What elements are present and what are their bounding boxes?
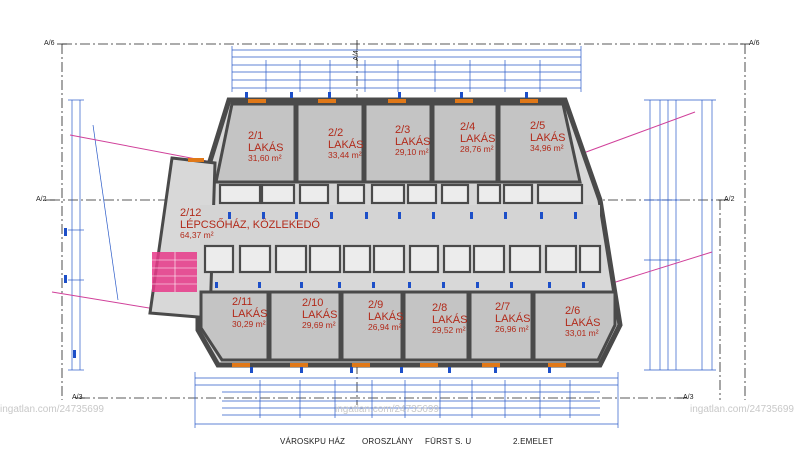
watermark-left: ingatlan.com/24735699 (0, 404, 104, 415)
inner-dimension-marks (64, 92, 585, 373)
axis-label-a6-right: A/6 (749, 40, 760, 47)
title-floor: 2.EMELET (513, 437, 554, 446)
corridor (200, 205, 600, 245)
bottom-unit-rooms (199, 290, 617, 362)
axis-label-a3-right: A/3 (683, 394, 694, 401)
left-dimension-lines (68, 99, 119, 371)
bathroom-blocks (203, 183, 602, 274)
windows (188, 99, 566, 367)
title-city: OROSZLÁNY (362, 437, 414, 446)
top-unit-rooms (214, 102, 582, 184)
axis-label-a3-left: A/3 (72, 394, 83, 401)
top-dimension-lines (231, 46, 582, 92)
watermark-center: ingatlan.com/24735699 (335, 404, 439, 415)
axis-label-a2-left: A/2 (36, 196, 47, 203)
axis-label-a2-right: A/2 (724, 196, 735, 203)
title-project: VÁROSKPU HÁZ (280, 437, 346, 446)
bottom-dimension-lines (194, 372, 619, 428)
axis-label-a4: A/4 (352, 50, 360, 61)
right-dimension-lines (644, 99, 716, 371)
watermark-right: ingatlan.com/24735699 (690, 404, 794, 415)
axis-label-a6-left: A/6 (44, 40, 55, 47)
title-designer: FÜRST S. U (425, 437, 472, 446)
axis-markers (45, 43, 750, 399)
